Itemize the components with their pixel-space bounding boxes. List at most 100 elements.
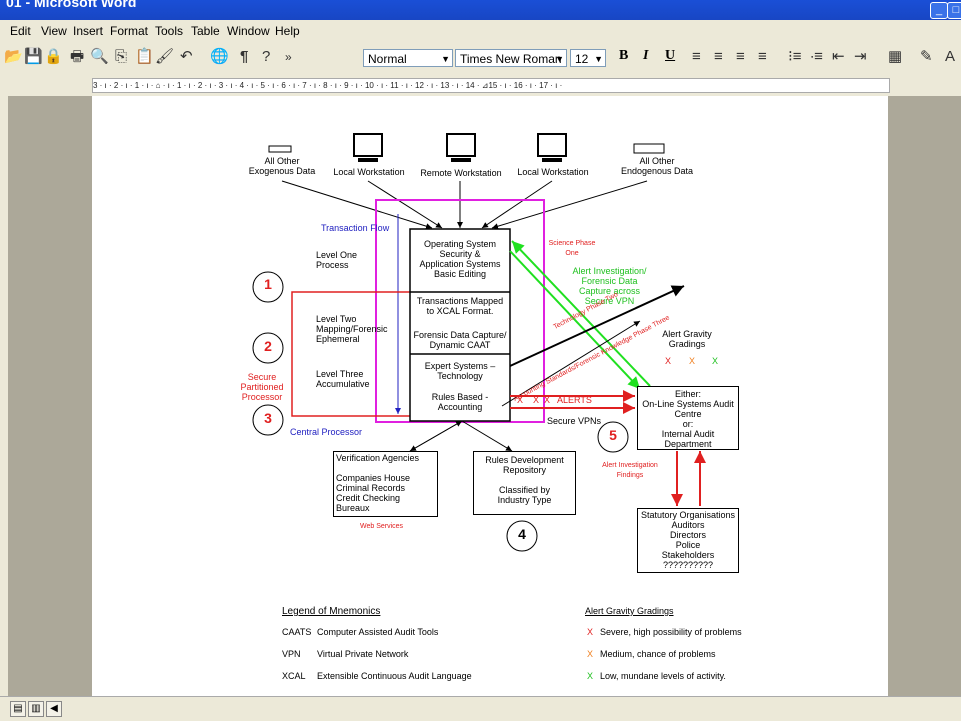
monitor-icon <box>353 133 383 162</box>
grading-mark: X <box>587 627 594 637</box>
style-value: Normal <box>368 52 407 66</box>
web-view-icon[interactable]: ▥ <box>28 701 44 717</box>
menu-edit[interactable]: Edit <box>10 24 31 38</box>
font-color-icon[interactable]: A <box>945 48 956 65</box>
chevron-down-icon: ▼ <box>594 54 603 64</box>
bold-button[interactable]: B <box>619 48 629 63</box>
show-formatting-icon[interactable]: ¶ <box>240 48 249 65</box>
alert-grading-label: Alert Gravity Gradings <box>662 329 712 349</box>
justify-icon[interactable]: ≡ <box>758 48 767 65</box>
underline-button[interactable]: U <box>665 48 676 63</box>
font-combo[interactable]: Times New Roman▼ <box>455 49 567 67</box>
view-bar: ▤ ▥ ◀ <box>0 696 961 721</box>
statutory-text: Statutory Organisations Auditors Directo… <box>640 510 736 570</box>
alerts-label: X X X ALERTS <box>517 395 592 405</box>
maximize-icon[interactable]: □ <box>947 2 961 19</box>
align-right-icon[interactable]: ≡ <box>736 48 745 65</box>
document-page[interactable]: All Other Exogenous Data Local Workstati… <box>92 96 888 696</box>
legend-text: Computer Assisted Audit Tools <box>317 627 439 637</box>
menu-tools[interactable]: Tools <box>155 24 184 38</box>
align-center-icon[interactable]: ≡ <box>714 48 723 65</box>
x-orange: X <box>689 356 696 366</box>
vertical-ruler <box>0 96 8 696</box>
menu-table[interactable]: Table <box>191 24 220 38</box>
monitor-icon <box>537 133 567 162</box>
ruler-strip: 3 · ı · 2 · ı · 1 · ı · ⌂ · ı · 1 · ı · … <box>92 78 890 93</box>
help-icon[interactable]: ? <box>262 48 271 65</box>
copy-icon[interactable]: ⎘ <box>115 48 128 65</box>
local-workstation-label: Local Workstation <box>333 167 405 177</box>
alert-findings-label: Alert Investigation Findings <box>602 462 658 479</box>
forensic-capture-box: Forensic Data Capture/ Dynamic CAAT <box>413 330 507 350</box>
size-value: 12 <box>575 52 589 66</box>
highlight-icon[interactable]: ✎ <box>920 48 933 65</box>
normal-view-icon[interactable]: ▤ <box>10 701 26 717</box>
chevron-down-icon: ▼ <box>555 54 564 64</box>
italic-button[interactable]: I <box>643 48 649 63</box>
style-combo[interactable]: Normal ▼ <box>363 49 453 67</box>
hyperlink-icon[interactable]: 🌐 <box>210 48 229 65</box>
menu-help[interactable]: Help <box>275 24 300 38</box>
paste-icon[interactable]: 📋 <box>135 48 154 65</box>
secure-processor-label: Secure Partitioned Processor <box>240 372 284 402</box>
hub-icon <box>268 145 292 153</box>
legend-text: Virtual Private Network <box>317 649 409 659</box>
increase-indent-icon[interactable]: ⇥ <box>854 48 867 65</box>
monitor-icon <box>446 133 476 162</box>
x-green: X <box>712 356 719 366</box>
open-icon[interactable]: 📂 <box>4 48 23 65</box>
step-5-label: 5 <box>609 427 617 443</box>
chevron-down-icon: ▼ <box>441 54 450 64</box>
alert-investigation-label: Alert Investigation/ Forensic Data Captu… <box>572 266 647 306</box>
legend-abbr: CAATS <box>282 627 312 637</box>
menu-format[interactable]: Format <box>110 24 149 38</box>
audit-centre-box: Either: On-Line Systems Audit Centre or:… <box>637 386 739 450</box>
undo-icon[interactable]: ↶ <box>180 48 193 65</box>
x-red: X <box>665 356 672 366</box>
step-1-label: 1 <box>264 276 272 292</box>
window-title: 01 - Microsoft Word <box>6 0 137 10</box>
verification-text: Verification Agencies Companies House Cr… <box>336 453 420 513</box>
grading-text: Medium, chance of problems <box>600 649 716 659</box>
gradings-title: Alert Gravity Gradings <box>585 606 674 616</box>
verification-box: Verification Agencies Companies House Cr… <box>333 451 438 517</box>
level-three-label: Level Three Accumulative <box>316 369 370 389</box>
ruler[interactable]: 3 · ı · 2 · ı · 1 · ı · ⌂ · ı · 1 · ı · … <box>0 74 961 96</box>
size-combo[interactable]: 12 ▼ <box>570 49 606 67</box>
grading-mark: X <box>587 671 594 681</box>
legend-abbr: XCAL <box>282 671 306 681</box>
os-security-box: Operating System Security & Application … <box>419 239 501 279</box>
exogenous-data-label: All Other Exogenous Data <box>248 156 316 176</box>
menu-view[interactable]: View <box>41 24 67 38</box>
print-preview-icon[interactable]: 🔍 <box>90 48 109 65</box>
rules-based-box: Rules Based - Accounting <box>431 392 489 412</box>
border-icon[interactable]: ▦ <box>888 48 903 65</box>
format-painter-icon[interactable]: 🖌 <box>155 48 175 65</box>
transaction-flow-label: Transaction Flow <box>321 223 390 233</box>
level-two-label: Level Two Mapping/Forensic Ephemeral <box>316 314 388 344</box>
title-bar: 01 - Microsoft Word _ □ <box>0 0 961 20</box>
numbering-icon[interactable]: ⁝≡ <box>788 48 802 65</box>
bullets-icon[interactable]: ∙≡ <box>810 48 823 65</box>
grading-mark: X <box>587 649 594 659</box>
endogenous-data-label: All Other Endogenous Data <box>620 156 694 176</box>
decrease-indent-icon[interactable]: ⇤ <box>832 48 845 65</box>
save-icon[interactable]: 💾 <box>24 48 43 65</box>
minimize-icon[interactable]: _ <box>930 2 948 19</box>
grading-text: Severe, high possibility of problems <box>600 627 742 637</box>
toolbar: 📂 💾 🔒 🖶 🔍 ⎘ 📋 🖌 ↶ 🌐 ¶ ? » Normal ▼ Times … <box>0 42 961 75</box>
permission-icon[interactable]: 🔒 <box>44 48 63 65</box>
align-left-icon[interactable]: ≡ <box>692 48 701 65</box>
central-processor-label: Central Processor <box>290 427 363 437</box>
expert-systems-box: Expert Systems – Technology <box>424 361 496 381</box>
scroll-left-icon[interactable]: ◀ <box>46 701 62 717</box>
router-icon <box>633 143 665 154</box>
level-one-label: Level One Process <box>316 250 358 270</box>
secure-vpns-label: Secure VPNs <box>547 416 602 426</box>
print-icon[interactable]: 🖶 <box>70 48 85 65</box>
toolbar-options-icon[interactable]: » <box>285 50 292 64</box>
menu-window[interactable]: Window <box>227 24 270 38</box>
menu-insert[interactable]: Insert <box>73 24 104 38</box>
grading-text: Low, mundane levels of activity. <box>600 671 726 681</box>
statutory-box: Statutory Organisations Auditors Directo… <box>637 508 739 573</box>
